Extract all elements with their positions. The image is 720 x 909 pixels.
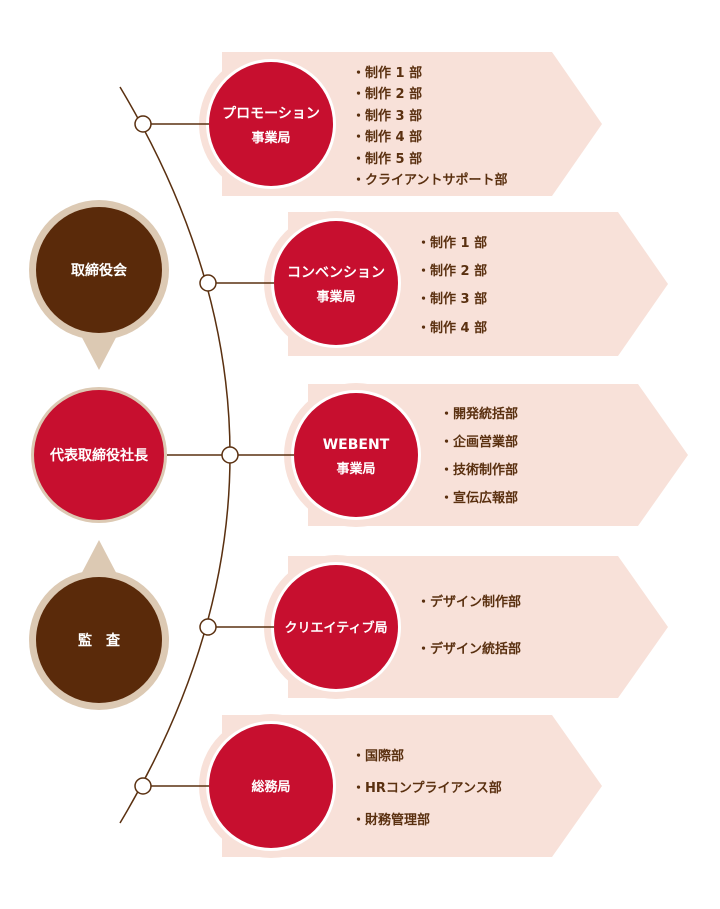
exec-label: 取締役会 xyxy=(71,262,128,279)
exec-node-audit: 監 査 xyxy=(29,540,169,710)
division-circle xyxy=(209,724,333,848)
department-item: ・技術制作部 xyxy=(440,462,518,478)
exec-node-president: 代表取締役社長 xyxy=(31,387,167,523)
department-item: ・制作 3 部 xyxy=(417,291,487,307)
department-item: ・制作 1 部 xyxy=(352,65,422,81)
department-item: ・国際部 xyxy=(352,748,404,764)
department-item: ・クライアントサポート部 xyxy=(352,172,507,188)
spine-node xyxy=(199,618,217,636)
division-name-line: 事業局 xyxy=(316,289,355,305)
division-circle xyxy=(274,221,398,345)
department-item: ・HRコンプライアンス部 xyxy=(352,780,502,796)
department-item: ・デザイン統括部 xyxy=(417,641,521,657)
division-4: クリエイティブ局 ・デザイン制作部・デザイン統括部 xyxy=(199,555,668,699)
department-item: ・開発統括部 xyxy=(440,406,518,422)
division-circle xyxy=(209,62,333,186)
department-item: ・制作 4 部 xyxy=(417,320,487,336)
division-name-line: コンベンション xyxy=(287,265,385,281)
department-item: ・制作 2 部 xyxy=(417,263,487,279)
division-5: 総務局 ・国際部・HRコンプライアンス部・財務管理部 xyxy=(134,714,602,858)
spine-node xyxy=(134,115,152,133)
division-name-line: クリエイティブ局 xyxy=(285,620,388,636)
department-item: ・制作 4 部 xyxy=(352,129,422,145)
division-name-line: 事業局 xyxy=(336,461,375,477)
spine-node xyxy=(134,777,152,795)
division-3: WEBENT 事業局 ・開発統括部・企画営業部・技術制作部・宣伝広報部 xyxy=(221,383,688,527)
department-item: ・制作 2 部 xyxy=(352,86,422,102)
division-name-line: 事業局 xyxy=(251,130,290,146)
department-item: ・制作 3 部 xyxy=(352,108,422,124)
spine-node xyxy=(199,274,217,292)
division-circle xyxy=(274,565,398,689)
exec-label: 代表取締役社長 xyxy=(49,447,149,464)
division-name-line: 総務局 xyxy=(251,779,290,795)
exec-node-board: 取締役会 xyxy=(29,200,169,370)
division-name-line: WEBENT xyxy=(323,437,390,453)
division-circle xyxy=(294,393,418,517)
department-item: ・財務管理部 xyxy=(352,812,430,828)
exec-circle xyxy=(36,577,162,703)
exec-label: 監 査 xyxy=(78,632,121,649)
department-item: ・宣伝広報部 xyxy=(440,490,518,506)
department-item: ・企画営業部 xyxy=(440,434,518,450)
department-item: ・デザイン制作部 xyxy=(417,594,521,610)
exec-circle xyxy=(36,207,162,333)
exec-circle xyxy=(34,390,164,520)
department-item: ・制作 1 部 xyxy=(417,235,487,251)
spine-node xyxy=(221,446,239,464)
division-name-line: プロモーション xyxy=(222,106,320,122)
department-item: ・制作 5 部 xyxy=(352,151,422,167)
